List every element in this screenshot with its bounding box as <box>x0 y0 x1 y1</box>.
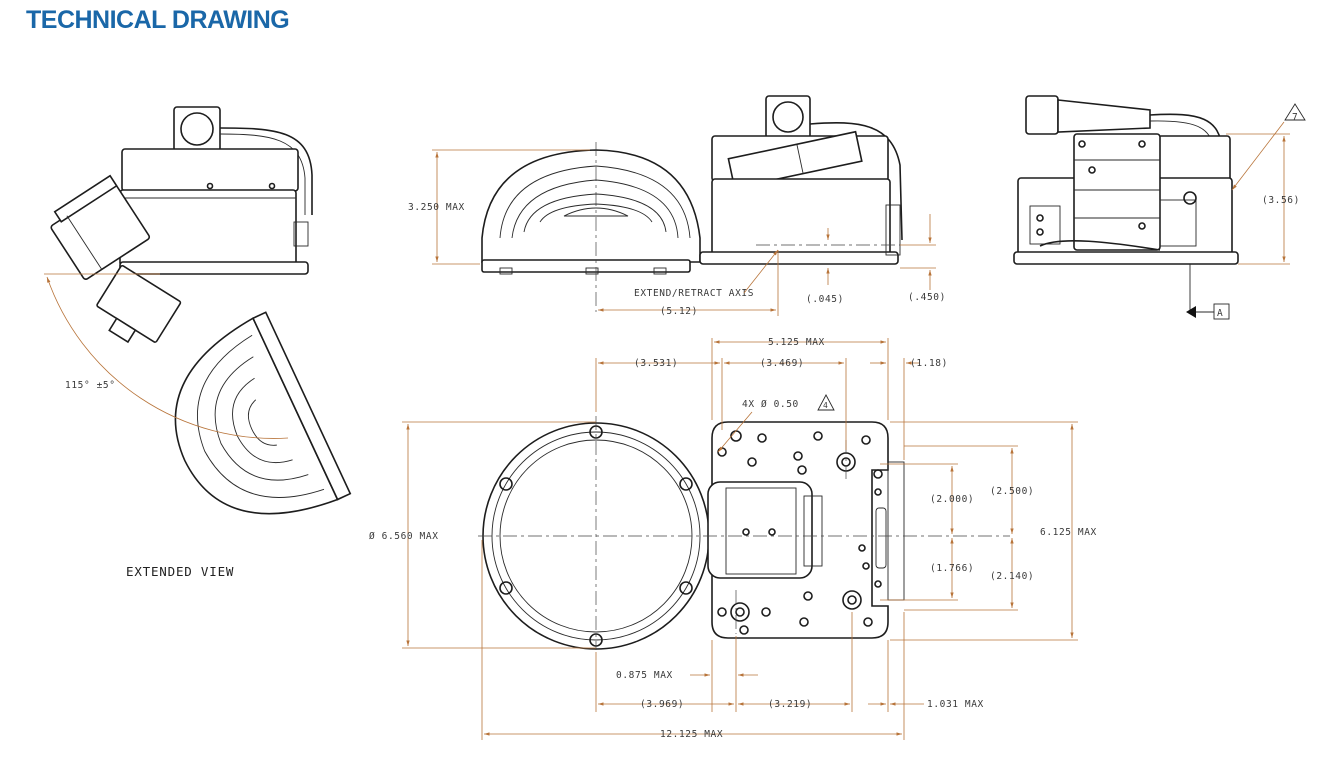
extended-dome <box>174 311 352 515</box>
dim-1031: 1.031 MAX <box>927 699 984 710</box>
dim-045: (.045) <box>806 294 844 305</box>
main-body <box>119 189 297 267</box>
end-view: (3.56) 7 A <box>1013 95 1306 320</box>
side-body <box>711 178 891 256</box>
dim-3531: (3.531) <box>634 358 678 369</box>
dim-6125: 6.125 MAX <box>1040 527 1097 538</box>
dim-6560: Ø 6.560 MAX <box>369 531 439 542</box>
dim-0875: 0.875 MAX <box>616 670 673 681</box>
top-view: 5.125 MAX (3.531) (3.469) (1.18) 4X Ø 0.… <box>369 337 1097 740</box>
end-bracket <box>1073 133 1161 251</box>
dim-450: (.450) <box>908 292 946 303</box>
base-plate <box>119 261 309 275</box>
note-4x: 4X Ø 0.50 <box>742 399 799 410</box>
dim-2140: (2.140) <box>990 571 1034 582</box>
dim-356: (3.56) <box>1262 195 1300 206</box>
dim-3469: (3.469) <box>760 358 804 369</box>
side-view: 3.250 MAX EXTEND/RETRACT AXIS (5.12) (.0… <box>408 95 946 317</box>
angle-label: 115° ±5° <box>65 380 116 391</box>
dim-118: (1.18) <box>910 358 948 369</box>
flag-4-text: 4 <box>823 401 828 410</box>
note-flag-4 <box>817 394 835 411</box>
flag-7-text: 7 <box>1292 112 1298 123</box>
dim-3219: (3.219) <box>768 699 812 710</box>
dim-12125: 12.125 MAX <box>660 729 723 740</box>
motor-arm <box>50 174 151 280</box>
dim-3969: (3.969) <box>640 699 684 710</box>
page-title: TECHNICAL DRAWING <box>26 6 290 34</box>
dim-1766: (1.766) <box>930 563 974 574</box>
dim-5125: 5.125 MAX <box>768 337 825 348</box>
end-connector <box>1025 95 1059 135</box>
note-flag-7 <box>1284 103 1306 121</box>
datum-a: A <box>1217 308 1223 319</box>
dim-2000: (2.000) <box>930 494 974 505</box>
connector-circle <box>180 112 214 146</box>
dim-2500: (2.500) <box>990 486 1034 497</box>
dim-3250: 3.250 MAX <box>408 202 465 213</box>
extended-view: 115° ±5° EXTENDED VIEW <box>44 106 352 579</box>
dim-512: (5.12) <box>660 306 698 317</box>
cable <box>219 127 313 215</box>
upper-housing <box>121 148 299 192</box>
extend-axis-label: EXTEND/RETRACT AXIS <box>634 288 754 299</box>
plate-holes <box>717 430 883 635</box>
datum-a-box <box>1213 303 1230 320</box>
extended-view-label: EXTENDED VIEW <box>126 564 234 579</box>
